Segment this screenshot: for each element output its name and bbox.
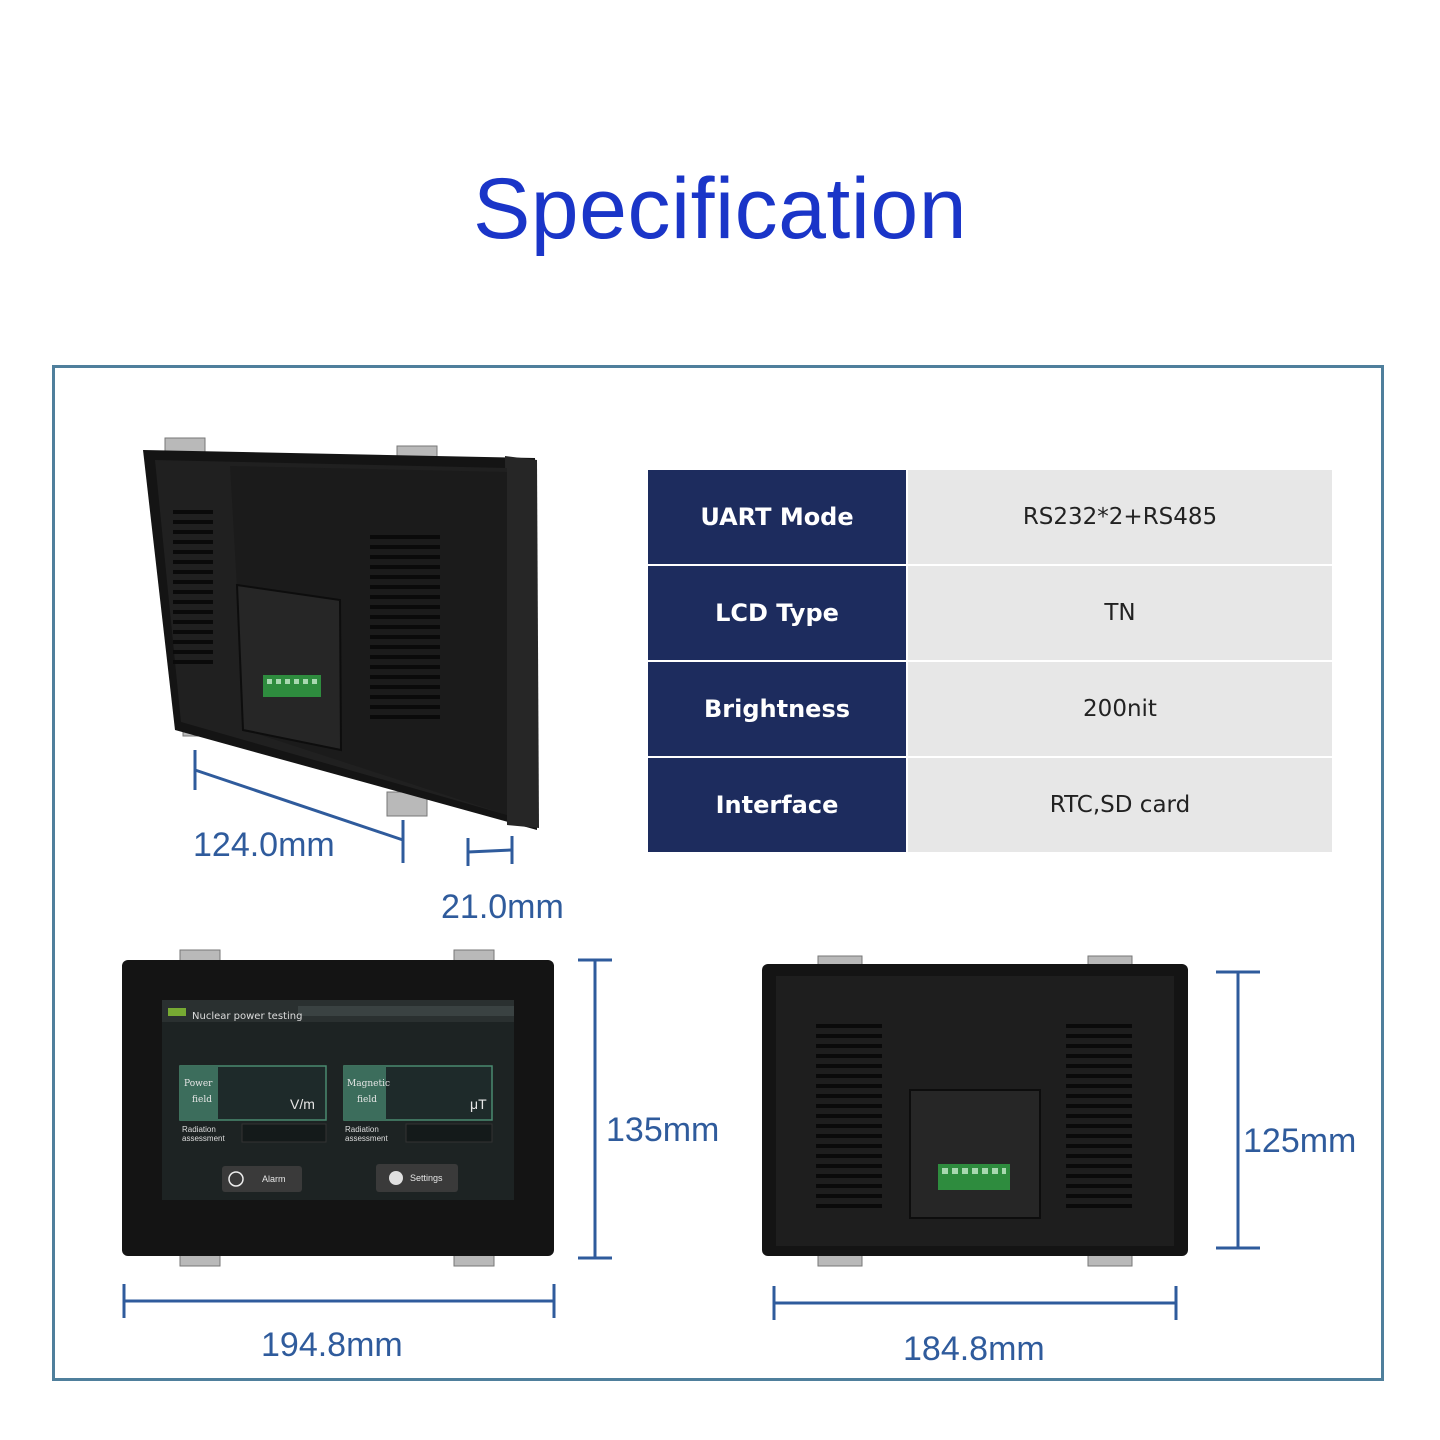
dimension-back-width: 184.8mm — [903, 1330, 1045, 1368]
dimension-back-height: 125mm — [1243, 1122, 1357, 1160]
power-unit: V/m — [290, 1096, 315, 1112]
spec-row-interface: Interface RTC,SD card — [648, 758, 1332, 852]
power-field-label: Power field — [184, 1076, 212, 1108]
spec-value: 200nit — [908, 662, 1332, 756]
spec-row-uart: UART Mode RS232*2+RS485 — [648, 470, 1332, 564]
spec-row-brightness: Brightness 200nit — [648, 662, 1332, 756]
radiation-label-2: assessment — [182, 1134, 225, 1143]
device-angled-back-image — [143, 437, 539, 830]
device-front-image — [122, 949, 554, 1267]
spec-label: Brightness — [648, 662, 906, 756]
dimension-line-front-height — [578, 958, 612, 1260]
screen-header: Nuclear power testing — [192, 1011, 303, 1022]
spec-table: UART Mode RS232*2+RS485 LCD Type TN Brig… — [648, 470, 1332, 854]
device-back-image — [762, 955, 1188, 1267]
dimension-line-front-width — [122, 1284, 556, 1318]
alarm-button: Alarm — [262, 1174, 286, 1184]
dimension-line-back-height — [1216, 970, 1260, 1250]
power-field-label-2: field — [192, 1095, 212, 1105]
power-field-label-1: Power — [184, 1079, 213, 1089]
radiation-label-1: Radiation — [345, 1125, 379, 1134]
dimension-depth-width: 124.0mm — [193, 826, 335, 864]
dimension-thickness: 21.0mm — [441, 888, 564, 926]
spec-value: RS232*2+RS485 — [908, 470, 1332, 564]
spec-value: RTC,SD card — [908, 758, 1332, 852]
magnetic-field-label-2: field — [357, 1095, 377, 1105]
dimension-line-back-width — [772, 1286, 1178, 1320]
radiation-label-2: assessment — [345, 1134, 388, 1143]
radiation-label-left: Radiation assessment — [182, 1125, 225, 1143]
radiation-label-1: Radiation — [182, 1125, 216, 1134]
spec-value: TN — [908, 566, 1332, 660]
dimension-front-height: 135mm — [606, 1111, 720, 1149]
spec-label: Interface — [648, 758, 906, 852]
spec-label: UART Mode — [648, 470, 906, 564]
magnetic-field-label-1: Magnetic — [347, 1079, 391, 1089]
dimension-front-width: 194.8mm — [261, 1326, 403, 1364]
spec-frame — [52, 365, 1384, 1381]
dimension-line-depth — [193, 750, 405, 863]
page-title: Specification — [472, 161, 968, 257]
spec-label: LCD Type — [648, 566, 906, 660]
spec-row-lcd: LCD Type TN — [648, 566, 1332, 660]
magnetic-unit: μT — [470, 1096, 487, 1112]
magnetic-field-label: Magnetic field — [347, 1076, 390, 1108]
radiation-label-right: Radiation assessment — [345, 1125, 388, 1143]
dimension-line-thickness — [466, 836, 514, 866]
settings-button: Settings — [410, 1173, 443, 1183]
